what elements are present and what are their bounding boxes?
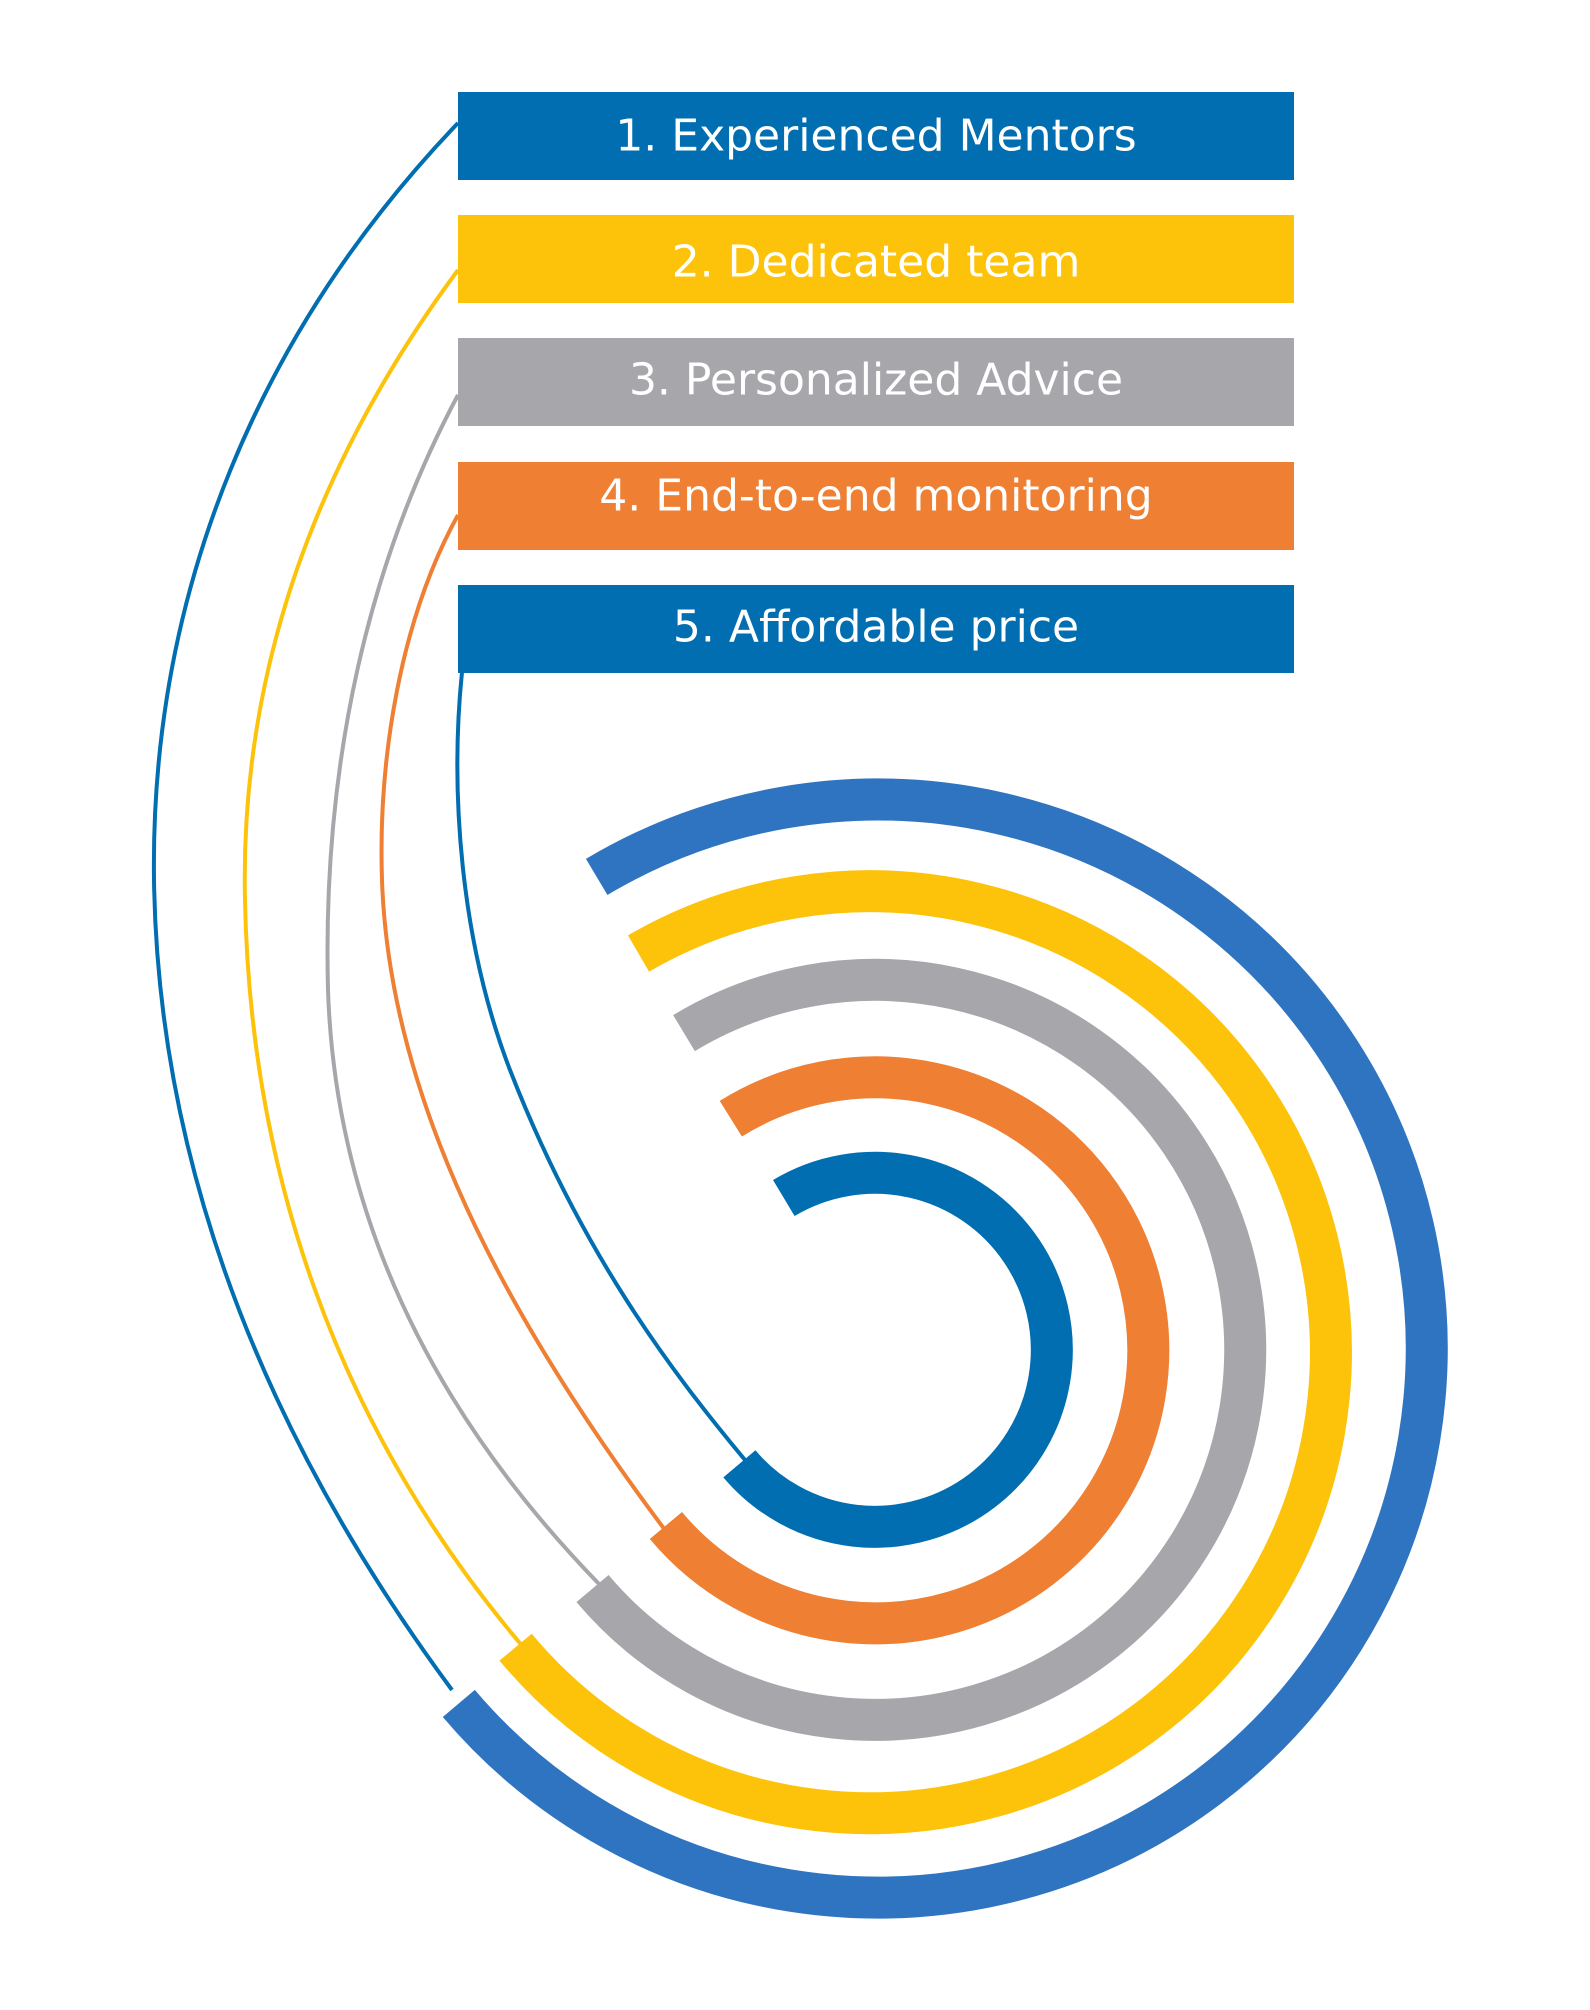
banner-3-label: 3. Personalized Advice <box>629 355 1123 406</box>
banner-1 <box>458 92 1294 180</box>
ring-arc-2 <box>499 870 1352 1835</box>
ring-arc-4 <box>649 1056 1170 1645</box>
ring-arc-3 <box>576 958 1267 1741</box>
banner-2-label: 2. Dedicated team <box>672 237 1081 288</box>
banner-4-label: 4. End-to-end monitoring <box>599 471 1152 522</box>
banner-3 <box>458 338 1294 426</box>
banner-4 <box>458 462 1294 550</box>
ring-arc-1 <box>442 778 1448 1919</box>
connector-line-3 <box>325 394 602 1587</box>
banner-5 <box>458 585 1294 673</box>
connector-line-2 <box>242 268 526 1650</box>
banner-5-label: 5. Affordable price <box>673 602 1079 653</box>
connector-line-1 <box>151 121 460 1692</box>
connector-line-5 <box>455 671 747 1462</box>
ring-arc-5 <box>723 1151 1073 1548</box>
banner-1-label: 1. Experienced Mentors <box>615 111 1136 162</box>
connector-line-4 <box>379 514 667 1532</box>
banner-2 <box>458 215 1294 303</box>
